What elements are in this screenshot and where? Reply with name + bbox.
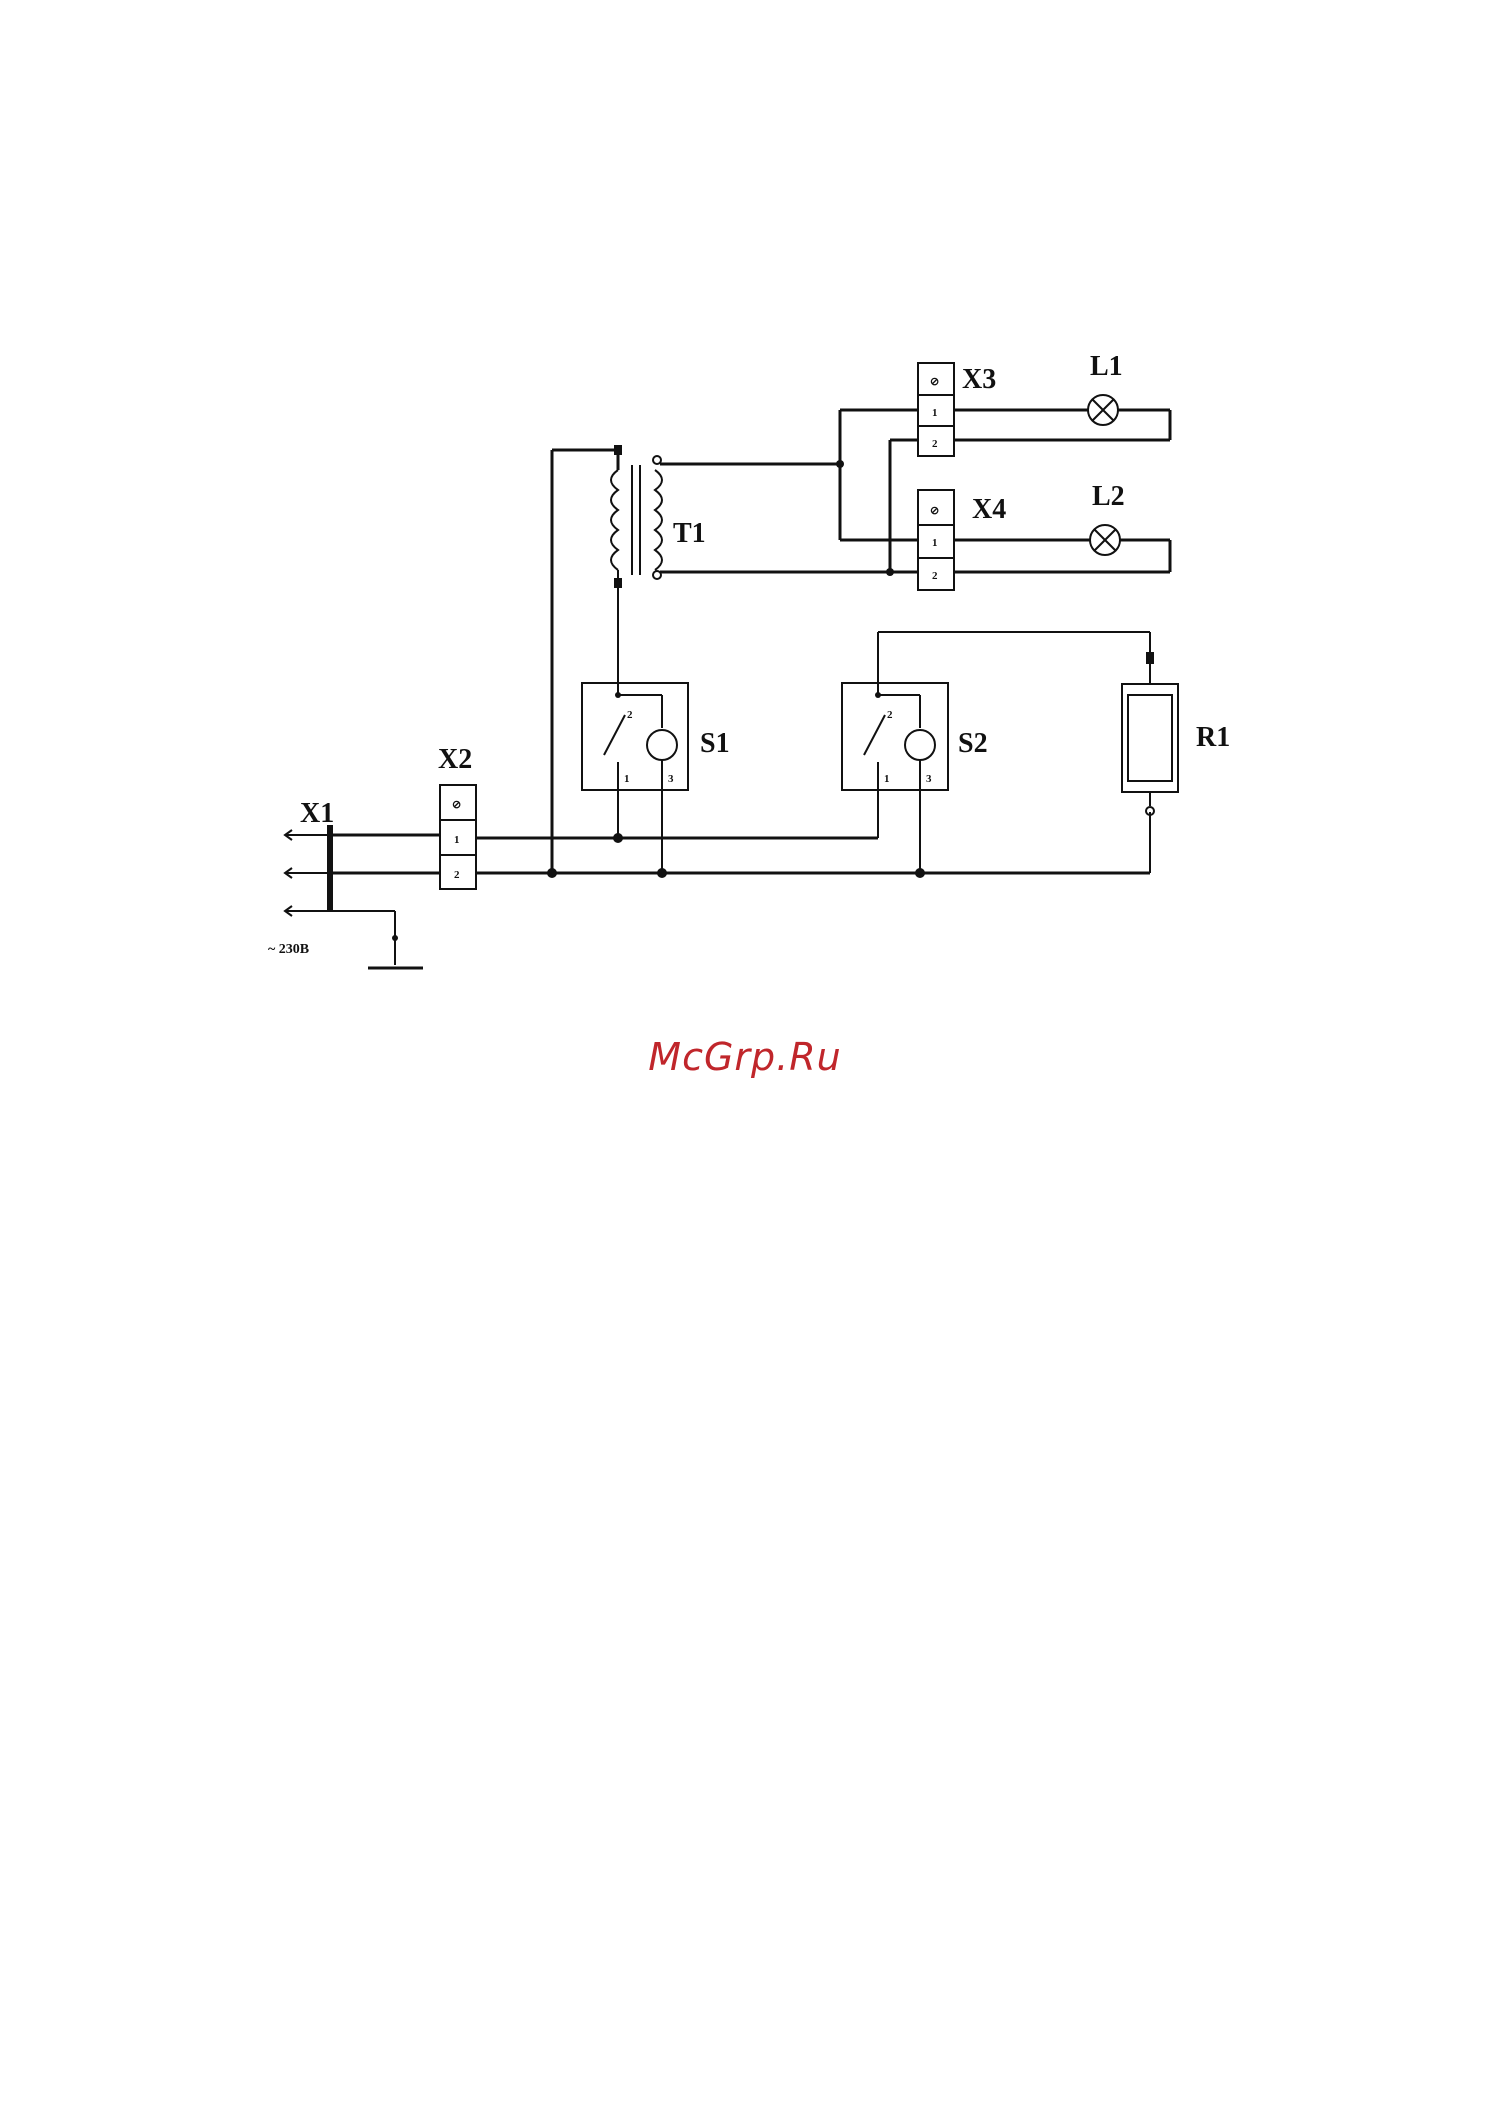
- x1-label: X1: [300, 798, 334, 829]
- x2-pin-2: 2: [454, 869, 460, 881]
- watermark: McGrp.Ru: [0, 1035, 1490, 1079]
- s1-pin-2: 2: [627, 709, 633, 721]
- s2-pin-2: 2: [887, 709, 893, 721]
- s1-pin-3: 3: [668, 773, 674, 785]
- x4-pin-pe: ⊘: [930, 505, 939, 517]
- x4-pin-1: 1: [932, 537, 938, 549]
- l2-lamp: L2: [1090, 481, 1125, 555]
- s2-pin-1: 1: [884, 773, 890, 785]
- r1-heater: R1: [1122, 652, 1230, 815]
- s1-label: S1: [700, 728, 730, 759]
- x4-label: X4: [972, 494, 1006, 525]
- t1-transformer: T1: [611, 445, 918, 588]
- x2-pin-pe: ⊘: [452, 799, 461, 811]
- x2-label: X2: [438, 744, 472, 775]
- x4-pin-2: 2: [932, 570, 938, 582]
- supply-voltage-label: ~ 230В: [268, 942, 309, 957]
- x3-pin-1: 1: [932, 407, 938, 419]
- t1-label: T1: [673, 518, 706, 549]
- s1-thermostat: 2 1 3 S1: [582, 668, 730, 790]
- x2-terminal-block: ⊘ 1 2 X2: [438, 744, 476, 889]
- s2-label: S2: [958, 728, 988, 759]
- x3-pin-2: 2: [932, 438, 938, 450]
- main-wiring: [476, 450, 1150, 878]
- x1-mains-input: X1: [285, 798, 440, 916]
- r1-label: R1: [1196, 722, 1230, 753]
- x3-pin-pe: ⊘: [930, 376, 939, 388]
- l1-lamp: L1: [1088, 351, 1123, 425]
- s1-pin-1: 1: [624, 773, 630, 785]
- l1-label: L1: [1090, 351, 1123, 382]
- x2-pin-1: 1: [454, 834, 460, 846]
- l2-label: L2: [1092, 481, 1125, 512]
- s2-pin-3: 3: [926, 773, 932, 785]
- s2-thermostat: 2 1 3 S2: [842, 668, 988, 790]
- ground-symbol: [368, 911, 423, 968]
- x3-label: X3: [962, 364, 996, 395]
